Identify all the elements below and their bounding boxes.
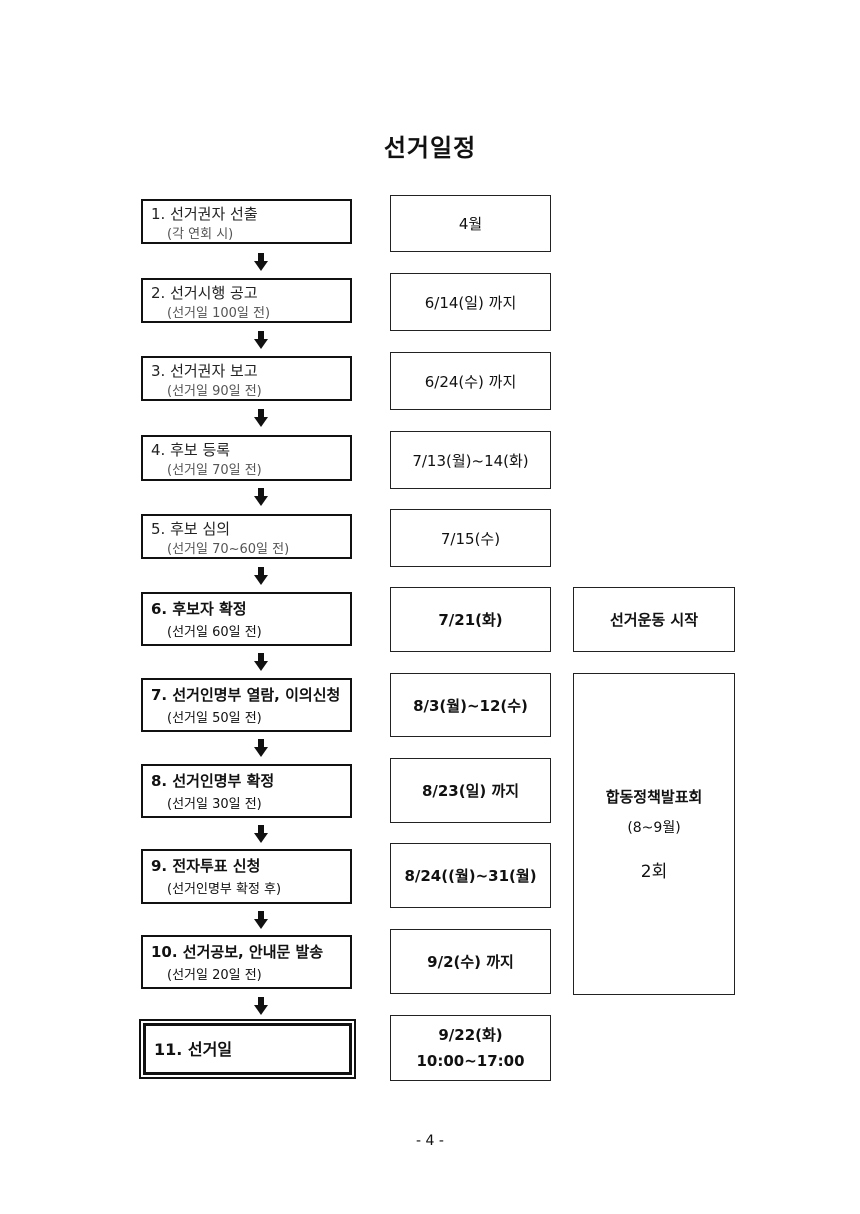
down-arrow-icon <box>254 331 268 349</box>
down-arrow-icon <box>254 253 268 271</box>
step-label: 5. 후보 심의 <box>151 520 231 538</box>
date-box-5: 7/15(수) <box>390 509 551 567</box>
step-box-2: 2. 선거시행 공고 (선거일 100일 전) <box>141 278 352 323</box>
step-box-7: 7. 선거인명부 열람, 이의신청 (선거일 50일 전) <box>141 678 352 732</box>
step-box-5: 5. 후보 심의 (선거일 70~60일 전) <box>141 514 352 559</box>
step-note: (각 연회 시) <box>167 227 234 242</box>
policy-debate-box: 합동정책발표회 (8~9월) 2회 <box>573 673 735 995</box>
step-label: 1. 선거권자 선출 <box>151 205 258 223</box>
step-box-9: 9. 전자투표 신청 (선거인명부 확정 후) <box>141 849 352 904</box>
down-arrow-icon <box>254 911 268 929</box>
page-number: - 4 - <box>416 1133 444 1149</box>
debate-title: 합동정책발표회 <box>605 788 703 806</box>
down-arrow-icon <box>254 488 268 506</box>
step-note: (선거일 60일 전) <box>167 625 262 640</box>
step-note: (선거일 70~60일 전) <box>167 542 290 557</box>
step-label: 10. 선거공보, 안내문 발송 <box>151 943 324 961</box>
step-label: 9. 전자투표 신청 <box>151 857 261 875</box>
step-box-1: 1. 선거권자 선출 (각 연회 시) <box>141 199 352 244</box>
step-label: 3. 선거권자 보고 <box>151 362 258 380</box>
debate-period: (8~9월) <box>627 820 681 836</box>
campaign-start-box: 선거운동 시작 <box>573 587 735 652</box>
date-box-4: 7/13(월)~14(화) <box>390 431 551 489</box>
step-label: 11. 선거일 <box>154 1039 233 1059</box>
date-box-6: 7/21(화) <box>390 587 551 652</box>
page-title: 선거일정 <box>383 134 477 162</box>
step-box-11: 11. 선거일 <box>139 1019 356 1079</box>
step-note: (선거일 30일 전) <box>167 797 262 812</box>
step-label: 2. 선거시행 공고 <box>151 284 258 302</box>
date-box-1: 4월 <box>390 195 551 252</box>
down-arrow-icon <box>254 739 268 757</box>
step-note: (선거일 100일 전) <box>167 306 271 321</box>
step-label: 6. 후보자 확정 <box>151 600 247 618</box>
down-arrow-icon <box>254 653 268 671</box>
date-box-7: 8/3(월)~12(수) <box>390 673 551 737</box>
date-box-10: 9/2(수) 까지 <box>390 929 551 994</box>
step-note: (선거일 70일 전) <box>167 463 262 478</box>
step-box-10: 10. 선거공보, 안내문 발송 (선거일 20일 전) <box>141 935 352 989</box>
step-label: 8. 선거인명부 확정 <box>151 772 275 790</box>
debate-count: 2회 <box>640 862 668 882</box>
step-note: (선거일 90일 전) <box>167 384 262 399</box>
down-arrow-icon <box>254 997 268 1015</box>
step-label: 4. 후보 등록 <box>151 441 231 459</box>
down-arrow-icon <box>254 567 268 585</box>
date-box-3: 6/24(수) 까지 <box>390 352 551 410</box>
date-box-11: 9/22(화) 10:00~17:00 <box>390 1015 551 1081</box>
step-note: (선거일 20일 전) <box>167 968 262 983</box>
date-box-8: 8/23(일) 까지 <box>390 758 551 823</box>
step-box-8: 8. 선거인명부 확정 (선거일 30일 전) <box>141 764 352 818</box>
step-note: (선거일 50일 전) <box>167 711 262 726</box>
step-box-6: 6. 후보자 확정 (선거일 60일 전) <box>141 592 352 646</box>
step-box-3: 3. 선거권자 보고 (선거일 90일 전) <box>141 356 352 401</box>
step-note: (선거인명부 확정 후) <box>167 882 282 897</box>
election-time: 10:00~17:00 <box>416 1052 525 1070</box>
down-arrow-icon <box>254 825 268 843</box>
election-date: 9/22(화) <box>438 1026 503 1044</box>
down-arrow-icon <box>254 409 268 427</box>
date-box-2: 6/14(일) 까지 <box>390 273 551 331</box>
step-box-4: 4. 후보 등록 (선거일 70일 전) <box>141 435 352 481</box>
date-box-9: 8/24((월)~31(월) <box>390 843 551 908</box>
step-label: 7. 선거인명부 열람, 이의신청 <box>151 686 341 704</box>
